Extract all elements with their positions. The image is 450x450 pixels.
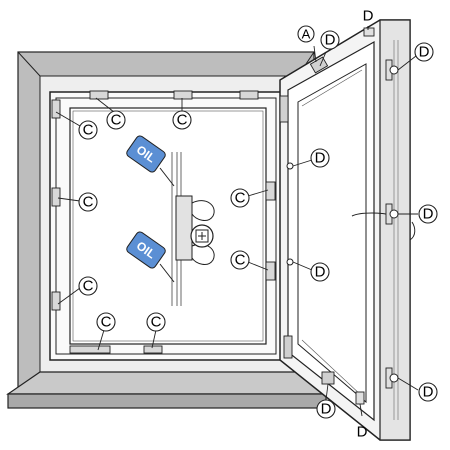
label-d-right-bottom: D [423, 384, 434, 401]
label-c-left-upper: C [83, 122, 94, 139]
label-d-sash-lower: D [315, 264, 326, 281]
label-d-sash-upper: D [315, 150, 326, 167]
oil-can-icon: OIL [126, 135, 166, 173]
label-a: A [302, 27, 311, 42]
label-c-right-lower: C [235, 252, 246, 269]
oil-can-icon: OIL [126, 231, 166, 269]
window-sill [6, 371, 328, 409]
label-d-top: D [363, 8, 374, 25]
locking-rail [171, 152, 215, 306]
label-c-bottom-left: C [101, 314, 112, 331]
callouts [78, 25, 438, 419]
label-c-right-upper: C [235, 190, 246, 207]
label-d-right-top: D [419, 44, 430, 61]
label-d-top-hinge: D [325, 32, 336, 49]
label-c-left-lower: C [83, 278, 94, 295]
sash-cams [286, 27, 399, 405]
open-sash [279, 19, 416, 441]
label-d-right-middle: D [423, 206, 434, 223]
frame-keepers [51, 90, 276, 354]
label-c-top-left: C [111, 112, 122, 129]
label-c-bottom-middle: C [151, 314, 162, 331]
label-c-left-middle: C [83, 194, 94, 211]
label-c-top-middle: C [177, 112, 188, 129]
leader-lines [55, 26, 419, 417]
window-frame [49, 91, 283, 361]
label-d-bottom: D [357, 424, 368, 441]
label-d-bottom-hinge: D [321, 401, 332, 418]
